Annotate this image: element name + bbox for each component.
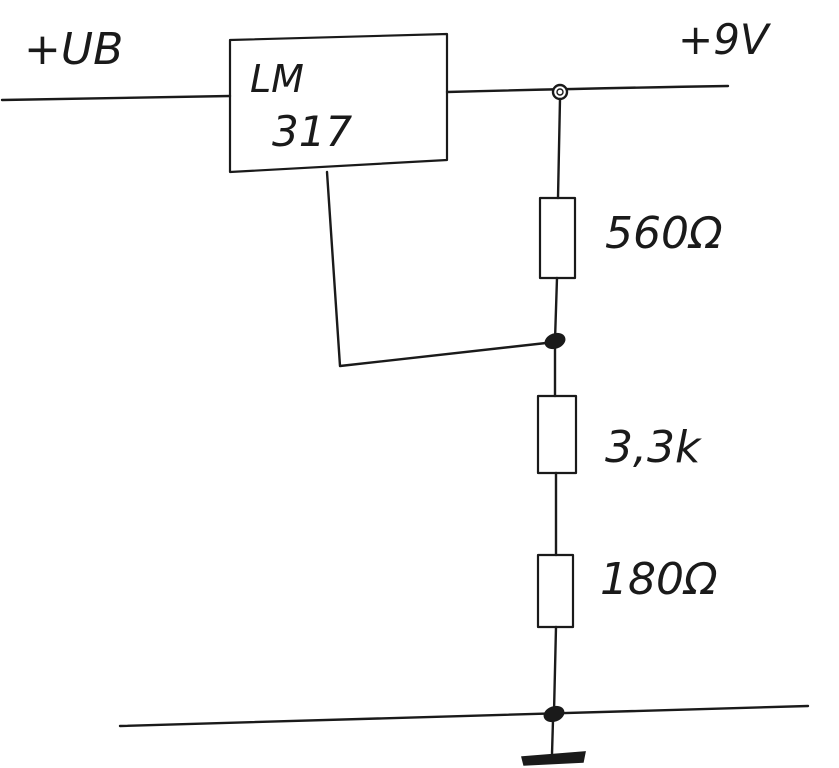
input-wire (0, 94, 232, 102)
regulator-label-line1: LM (250, 57, 304, 101)
ground-symbol (521, 751, 586, 766)
r3-value-label: 180Ω (600, 554, 718, 605)
output-wire (445, 84, 730, 94)
ground-rail (118, 704, 810, 728)
adjust-node (544, 332, 566, 350)
wire-r3-to-gnd (552, 625, 558, 714)
wire-r1-to-adj (553, 276, 559, 342)
regulator-label-line2: 317 (272, 107, 352, 156)
resistor-r1 (538, 196, 577, 280)
r2-value-label: 3,3k (605, 422, 702, 473)
resistor-r2 (536, 394, 578, 475)
resistor-r3 (536, 553, 575, 629)
output-voltage-label: +9V (678, 15, 772, 64)
regulator-box (228, 32, 449, 174)
adjust-wire (325, 170, 557, 368)
wire-out-to-r1 (556, 97, 562, 200)
output-node (551, 83, 569, 101)
input-voltage-label: +UB (24, 24, 123, 75)
r1-value-label: 560Ω (605, 208, 723, 259)
ground-stem (550, 718, 555, 756)
ground-node (543, 705, 565, 723)
